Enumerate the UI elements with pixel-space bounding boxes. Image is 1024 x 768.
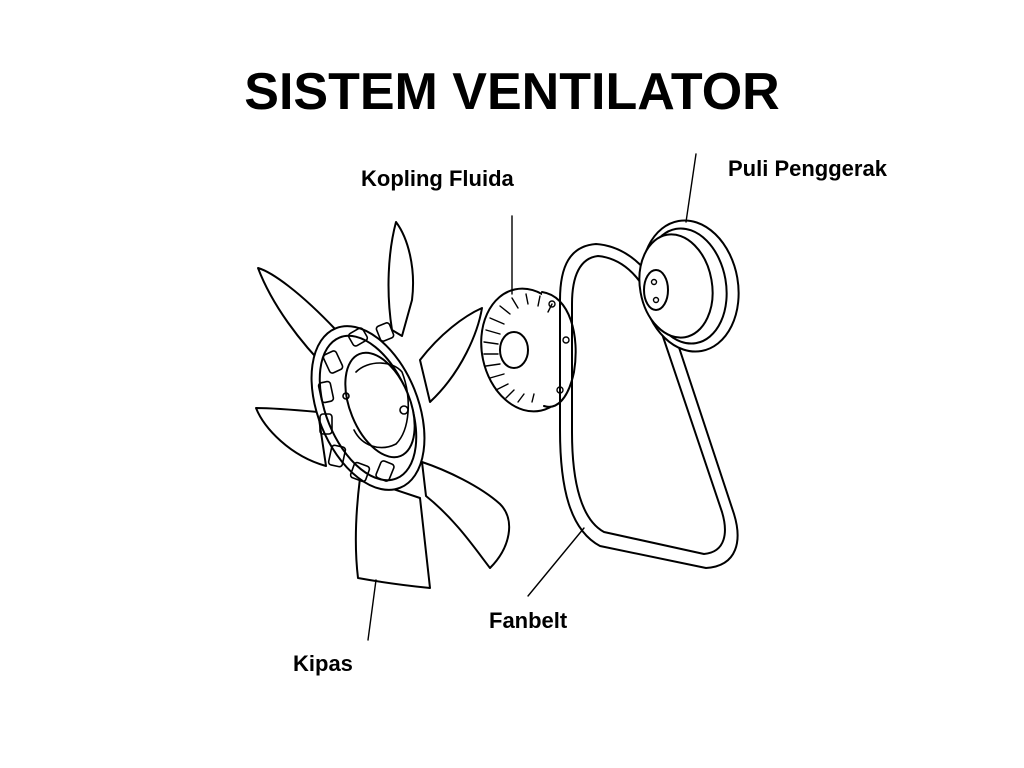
- fan-illustration: [255, 221, 510, 589]
- leader-kipas: [367, 579, 377, 641]
- fan-blade-left: [255, 407, 327, 467]
- label-puli-penggerak: Puli Penggerak: [728, 156, 887, 181]
- leader-puli: [685, 153, 697, 223]
- drive-pulley-illustration: [638, 219, 740, 353]
- pulley-hub: [643, 269, 669, 311]
- label-fanbelt: Fanbelt: [489, 608, 568, 633]
- fluid-coupling-illustration: [480, 287, 577, 413]
- label-kopling-fluida: Kopling Fluida: [361, 166, 514, 191]
- fan-blade-bottom-left: [354, 477, 431, 589]
- leader-lines: [367, 153, 697, 641]
- fan-blade-right: [419, 307, 483, 403]
- fan-blade-upper-left: [257, 267, 337, 373]
- label-kipas: Kipas: [293, 651, 353, 676]
- leader-fanbelt: [527, 527, 585, 597]
- fan-blade-top: [387, 221, 415, 337]
- pulley-front: [638, 233, 714, 339]
- coupling-center: [499, 331, 529, 369]
- fan-blade-bottom-right: [421, 461, 510, 569]
- page-title: SISTEM VENTILATOR: [244, 63, 780, 121]
